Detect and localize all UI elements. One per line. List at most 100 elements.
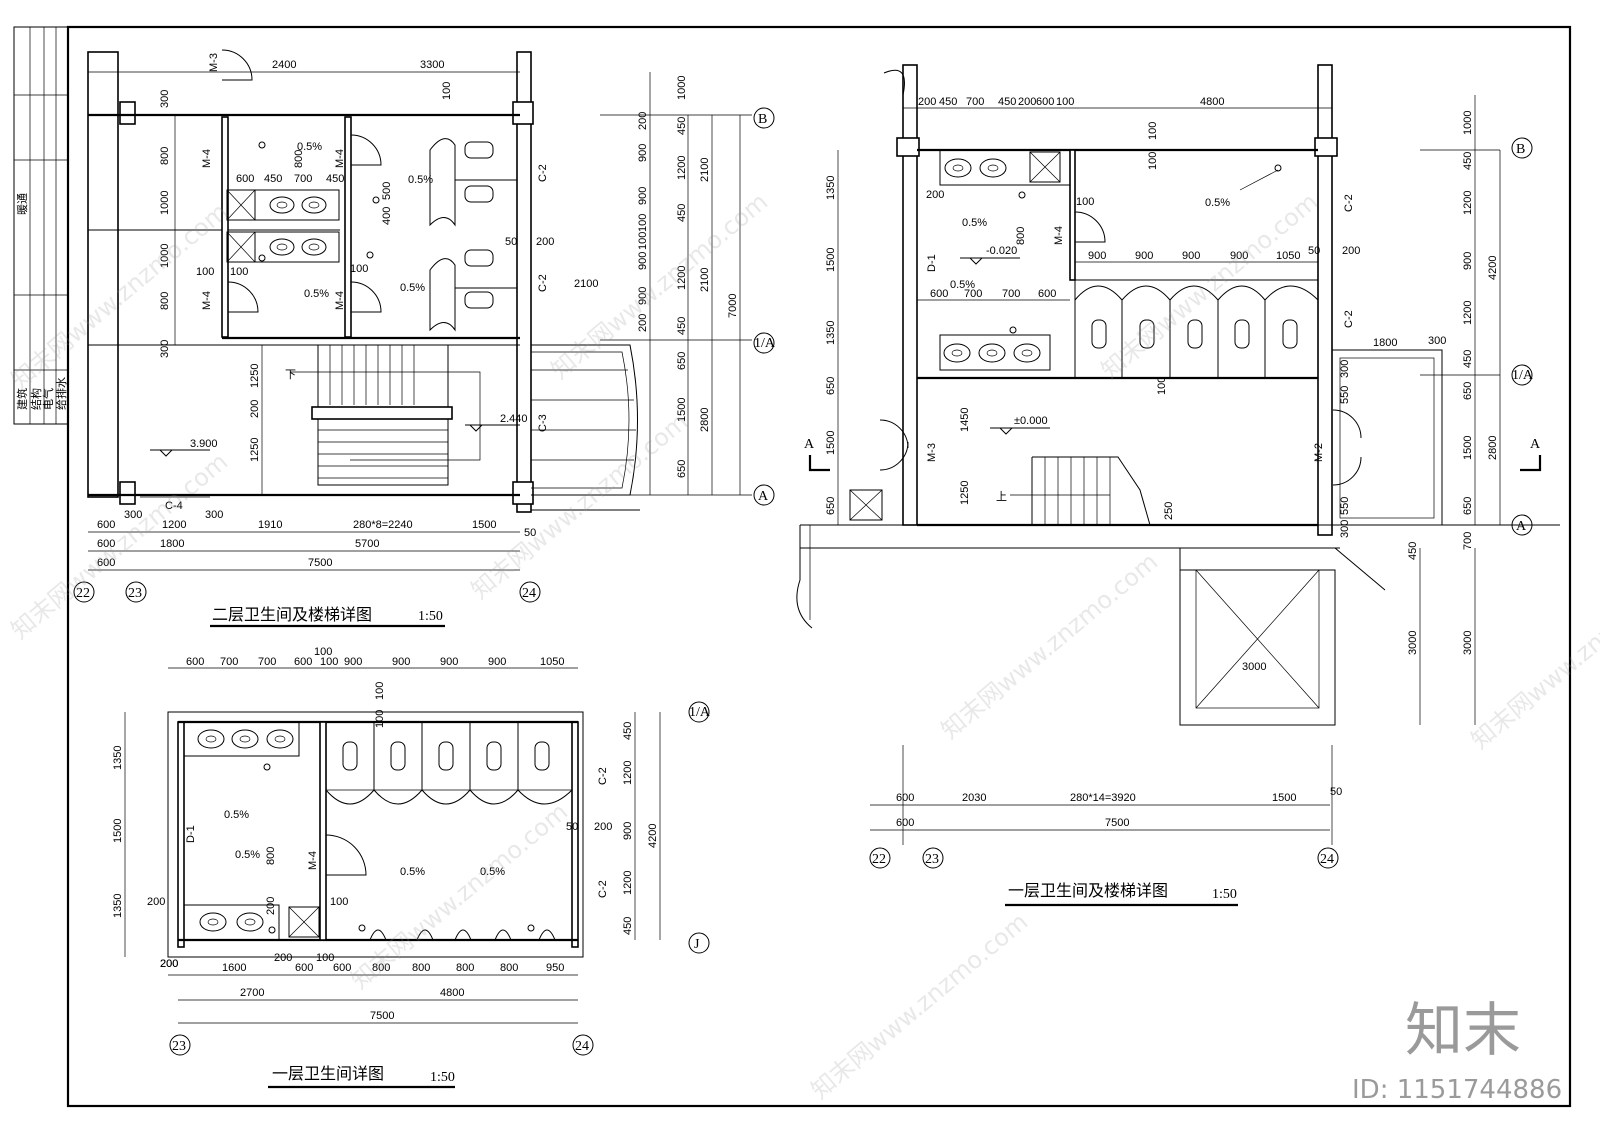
dim-misc: 250: [1163, 502, 1175, 520]
dim-misc: 100: [1156, 377, 1168, 395]
watermark-text: 知末网www.znzmo.com: [806, 908, 1033, 1105]
stair-down-label: 下: [285, 369, 296, 381]
dim-right: 1200: [676, 266, 688, 290]
dim-porch: 450: [1407, 542, 1419, 560]
axis-bubble: [688, 932, 710, 954]
axis-bubble: [519, 581, 541, 603]
dim-right: 1000: [1462, 111, 1474, 135]
axis-label: A: [758, 489, 769, 504]
axis-label: 1/A: [689, 705, 711, 720]
dim-bottom: 800: [372, 962, 390, 974]
axis-bubble: [1511, 364, 1533, 386]
staircase-second-floor: 下: [285, 344, 481, 486]
dim-top: 4800: [1200, 96, 1224, 108]
dim-bottom: 7500: [370, 1010, 394, 1022]
dim-bottom: 100: [316, 952, 334, 964]
dim-room: 100: [196, 266, 214, 278]
slope-label: 0.5%: [480, 866, 505, 878]
dim-top: 900: [440, 656, 458, 668]
axis-bubble: [753, 484, 775, 506]
dim-left: 1350: [112, 894, 124, 918]
dim-misc: 50: [566, 821, 578, 833]
sheet-border: [66, 25, 1572, 1108]
axis-label: J: [694, 937, 700, 952]
column: [512, 481, 534, 505]
dim-porch: 3000: [1242, 661, 1266, 673]
dim-bottom: 280*14=3920: [1070, 792, 1136, 804]
entrance-porch: [1179, 349, 1443, 726]
column: [119, 481, 136, 505]
slope-label: 0.5%: [950, 279, 975, 291]
dim-room: 400: [381, 207, 393, 225]
dim-room: 100: [441, 82, 453, 100]
dim-right: 650: [676, 460, 688, 478]
dim-right: 1500: [1462, 436, 1474, 460]
dim-left: 1350: [825, 176, 837, 200]
dim-left: 1000: [159, 244, 171, 268]
dim-left: 650: [825, 377, 837, 395]
plan-title: 一层卫生间详图: [272, 1064, 384, 1083]
dim-room: 600: [236, 173, 254, 185]
dim-top: 100: [1056, 96, 1074, 108]
axis-bubble: [753, 107, 775, 129]
dim-room: 200: [536, 236, 554, 248]
plan-scale: 1:50: [1212, 887, 1237, 902]
door-label: M-3: [926, 443, 938, 462]
axis-bubble: [869, 847, 891, 869]
dim-bottom: 600: [97, 519, 115, 531]
dim-right: 1500: [676, 398, 688, 422]
door-label: M-2: [1313, 443, 1325, 462]
dim-misc: 800: [265, 847, 277, 865]
dim-misc: 100: [374, 710, 386, 728]
door-label: D-1: [185, 825, 197, 843]
slope-label: 0.5%: [400, 866, 425, 878]
title-block-top-label: 暖通: [16, 193, 29, 215]
dim-left: 1250: [249, 364, 261, 388]
dim-room: 450: [264, 173, 282, 185]
dim-top: 100: [320, 656, 338, 668]
section-mark: A: [804, 437, 815, 452]
dim-top: 900: [344, 656, 362, 668]
slope-label: 0.5%: [962, 217, 987, 229]
axis-label: 23: [128, 586, 142, 601]
axis-label: 23: [172, 1039, 186, 1054]
dim-room: 700: [294, 173, 312, 185]
dim-misc: 300: [1339, 520, 1351, 538]
axis-label: 1/A: [754, 336, 776, 351]
dim-right: 1200: [676, 156, 688, 180]
window-label: C-3: [537, 414, 549, 432]
urinals: [358, 924, 556, 941]
axis-label: 24: [1320, 852, 1334, 867]
dim-right: 450: [1462, 350, 1474, 368]
dim-misc: 1450: [959, 408, 971, 432]
slope-label: 0.5%: [235, 849, 260, 861]
dim-misc: 200: [926, 189, 944, 201]
dim-bottom: 200: [274, 952, 292, 964]
axis-label: 1/A: [1512, 368, 1534, 383]
dim-left: 650: [825, 497, 837, 515]
dim-right: 450: [622, 917, 634, 935]
dim-bottom: 300: [205, 509, 223, 521]
dim-right: 650: [1462, 497, 1474, 515]
title-block-row-3: 电气: [41, 388, 55, 410]
dim-bottom: 600: [333, 962, 351, 974]
plan-title: 二层卫生间及楼梯详图: [212, 605, 372, 624]
dim-left: 800: [159, 292, 171, 310]
dim-bottom: 1200: [162, 519, 186, 531]
dim-bottom: 1800: [160, 538, 184, 550]
dim-bottom: 300: [124, 509, 142, 521]
dim-bottom: 50: [1330, 786, 1342, 798]
slope-label: 0.5%: [297, 141, 322, 153]
plan-first-floor-toilet: 600 700 700 600 100 100 900 900 900 900 …: [112, 646, 711, 1089]
level-mark: 3.900: [190, 438, 218, 450]
dim-misc: 100: [1147, 122, 1159, 140]
dim-inner: 700: [1002, 288, 1020, 300]
dim-room: 100: [350, 263, 368, 275]
brand-logo: 知末: [1405, 996, 1521, 1064]
dim-inner: 300: [1428, 335, 1446, 347]
plan-second-floor: 下 2400 3300 M-3 300 800 1000 1000 800 30…: [73, 49, 776, 628]
dim-misc: 100: [1076, 196, 1094, 208]
dim-right: 700: [1462, 532, 1474, 550]
title-block-row-2: 结构: [29, 388, 43, 410]
